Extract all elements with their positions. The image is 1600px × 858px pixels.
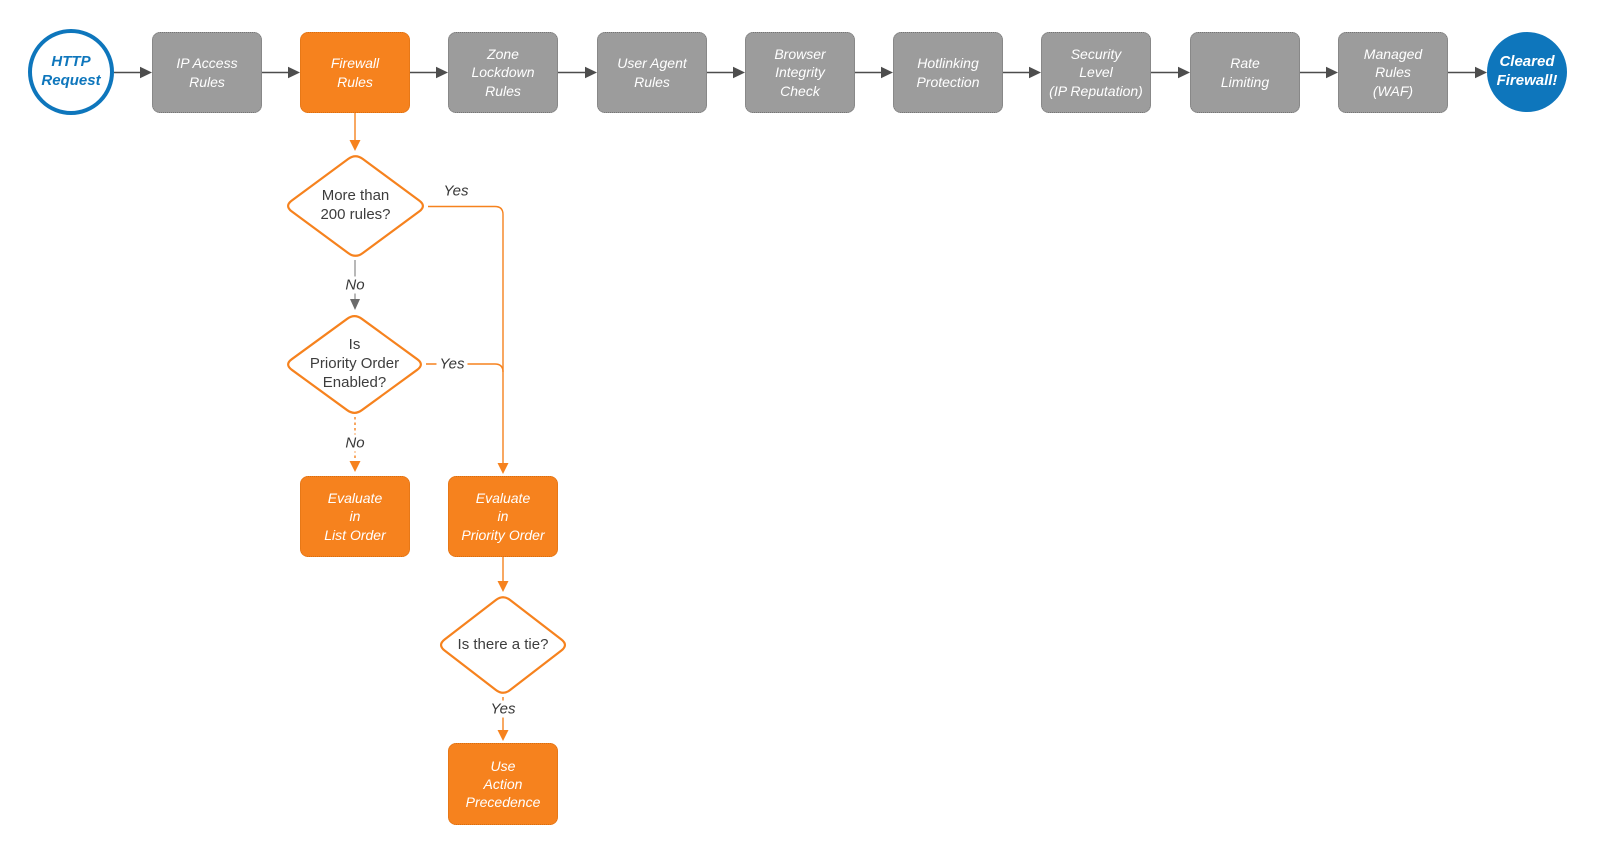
decision-label: Is Priority Order Enabled? [309, 336, 400, 391]
edge-firewall-to-decision1 [349, 113, 361, 151]
node-firewall-rules: Firewall Rules [300, 32, 410, 113]
node-security-level: Security Level (IP Reputation) [1041, 32, 1151, 113]
edge-label-decision1-no: No [342, 276, 368, 294]
node-zone-lockdown-rules: Zone Lockdown Rules [448, 32, 558, 113]
node-ip-access-rules: IP Access Rules [152, 32, 262, 113]
node-evaluate-in-priority-order: Evaluate in Priority Order [448, 476, 558, 557]
node-hotlinking-protection: Hotlinking Protection [893, 32, 1003, 113]
decision-label: Is there a tie? [457, 635, 549, 653]
decision-diamond-shape [287, 315, 422, 414]
edge-label-decision1-yes: Yes [443, 182, 469, 200]
edge-label-decision2-yes: Yes [436, 355, 468, 373]
edge-label-decision2-no: No [342, 434, 368, 452]
decision-is-there-a-tie: Is there a tie? [436, 593, 570, 697]
edge-decision1-yes [428, 205, 509, 474]
edge-label-decision3-yes: Yes [487, 700, 519, 718]
edge-priority-to-decision3 [497, 557, 509, 592]
node-http-request: HTTP Request [28, 29, 114, 115]
node-browser-integrity-check: Browser Integrity Check [745, 32, 855, 113]
decision-diamond-shape [439, 596, 567, 694]
node-cleared-firewall: Cleared Firewall! [1487, 32, 1567, 112]
node-user-agent-rules: User Agent Rules [597, 32, 707, 113]
decision-diamond-shape [287, 155, 424, 257]
decision-more-than-200-rules: More than 200 rules? [283, 152, 428, 260]
decision-label: More than 200 rules? [320, 187, 391, 223]
decision-priority-order-enabled: Is Priority Order Enabled? [283, 312, 426, 417]
node-rate-limiting: Rate Limiting [1190, 32, 1300, 113]
node-evaluate-in-list-order: Evaluate in List Order [300, 476, 410, 557]
node-managed-rules-waf: Managed Rules (WAF) [1338, 32, 1448, 113]
node-use-action-precedence: Use Action Precedence [448, 743, 558, 825]
